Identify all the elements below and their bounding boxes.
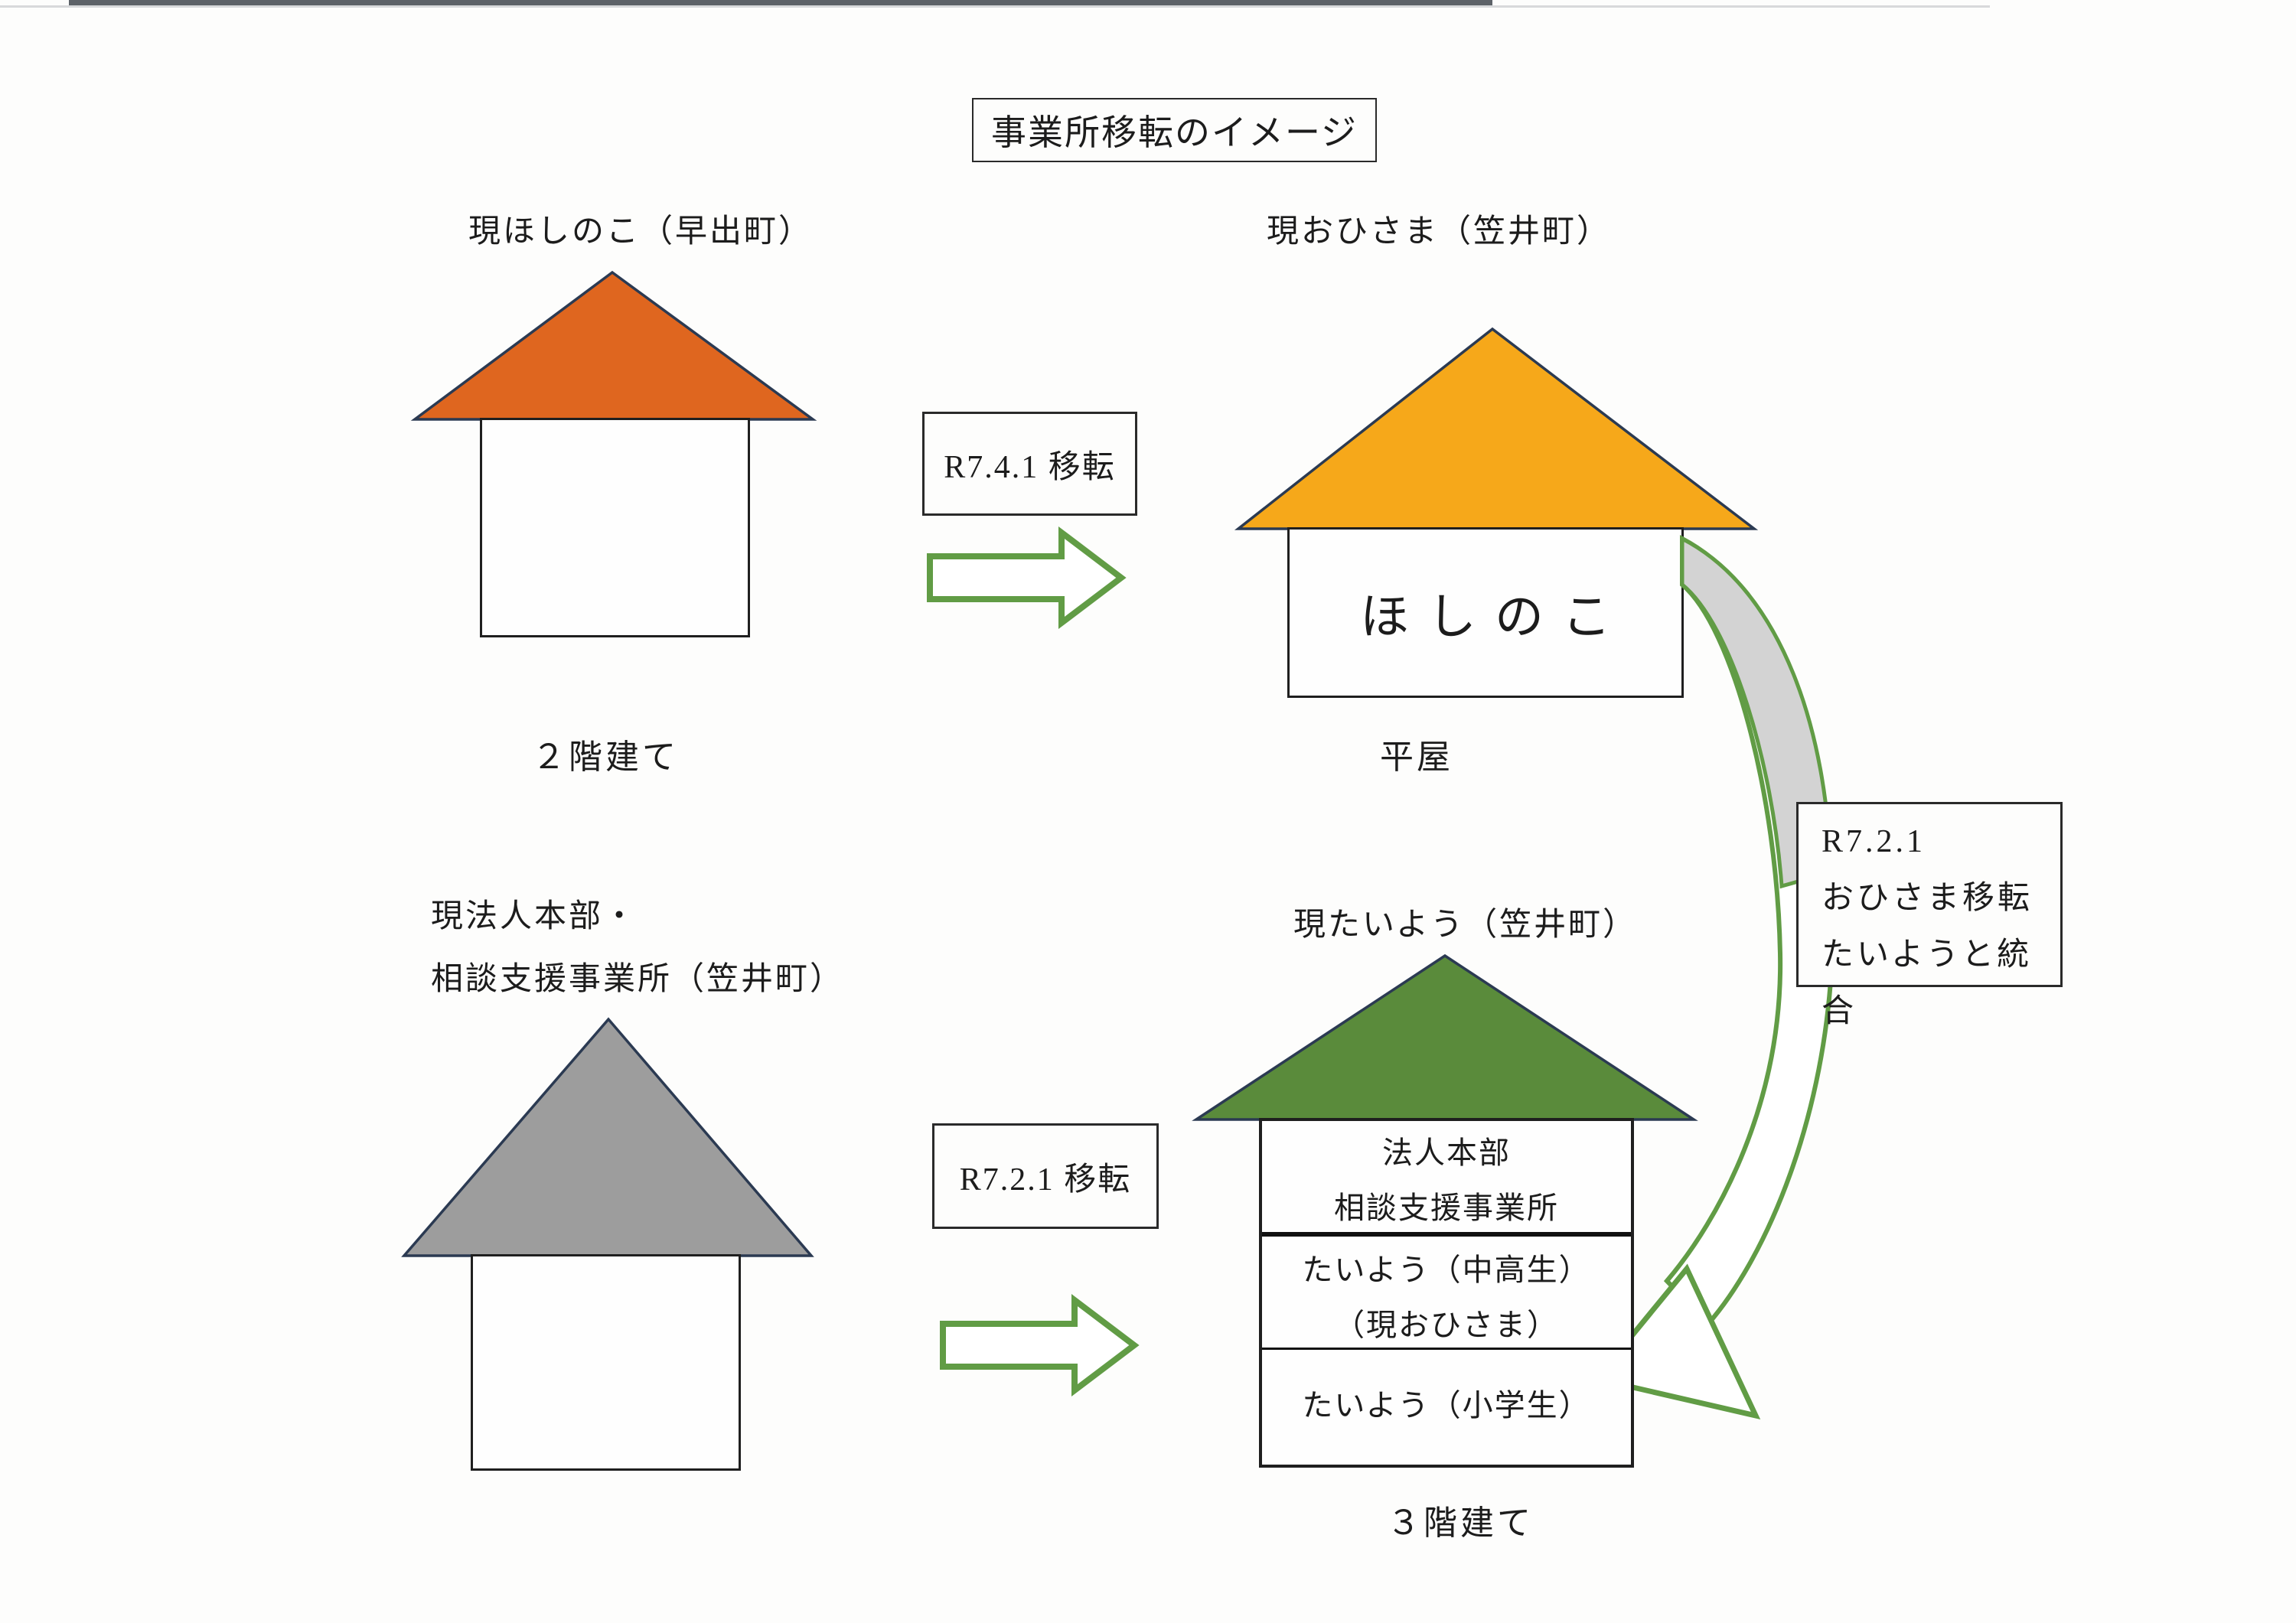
top-left-house-label: 現ほしのこ（早出町）: [468, 214, 814, 249]
merge-box: R7.2.1 おひさま移転 たいようと統合: [1796, 802, 2063, 1029]
bottom-right-roof: [1192, 953, 1698, 1121]
scan-artifact-line-faint: [0, 5, 1990, 8]
top-left-house-caption: ２階建て: [532, 738, 679, 776]
move-box-2: R7.2.1 移転: [932, 1123, 1159, 1229]
bottom-right-house-body: 法人本部 相談支援事業所 たいよう（中高生） （現おひさま） たいよう（小学生）: [1259, 1118, 1634, 1468]
floor-2F-line1: たいよう（中高生）: [1302, 1253, 1591, 1287]
scan-artifact-line: [69, 0, 1492, 5]
merge-box-line3: たいようと統合: [1821, 937, 2033, 1029]
merge-box-line2: おひさま移転: [1821, 881, 2033, 916]
bottom-left-house-body: [471, 1254, 741, 1471]
page-title: 事業所移転のイメージ: [990, 113, 1358, 152]
bottom-left-house-label-line1: 現法人本部・: [431, 899, 638, 934]
top-left-house-body: [480, 418, 750, 637]
floor-3F-line2: 相談支援事業所: [1334, 1191, 1559, 1225]
floor-1F-line1: たいよう（小学生）: [1302, 1387, 1591, 1423]
move-box-2-text: R7.2.1 移転: [959, 1162, 1132, 1198]
top-right-house-caption: 平屋: [1380, 738, 1453, 776]
right-arrow-icon: [927, 526, 1127, 630]
move-box-1-text: R7.4.1 移転: [944, 449, 1116, 485]
bottom-left-house-label-line2: 相談支援事業所（笠井町）: [431, 962, 845, 997]
top-right-house-body: ほしのこ: [1287, 527, 1684, 698]
top-right-house-name: ほしのこ: [1360, 589, 1629, 644]
floor-1F-taiyou-shogakusei: たいよう（小学生）: [1262, 1348, 1631, 1455]
right-arrow-icon: [940, 1293, 1140, 1397]
bottom-right-house-caption: ３階建て: [1387, 1504, 1534, 1542]
floor-2F-line2: （現おひさま）: [1334, 1308, 1559, 1342]
floor-3F-hq: 法人本部 相談支援事業所: [1262, 1121, 1631, 1232]
top-right-house-label: 現おひさま（笠井町）: [1267, 214, 1612, 249]
bottom-right-house-label: 現たいよう（笠井町）: [1293, 908, 1638, 943]
title-box: 事業所移転のイメージ: [972, 98, 1377, 162]
merge-box-line1: R7.2.1: [1821, 824, 1926, 859]
floor-3F-line1: 法人本部: [1382, 1136, 1511, 1170]
curved-arrow-head-icon: [1591, 1263, 1761, 1420]
move-box-1: R7.4.1 移転: [922, 412, 1137, 516]
floor-2F-taiyou-chukosei: たいよう（中高生） （現おひさま）: [1262, 1232, 1631, 1348]
